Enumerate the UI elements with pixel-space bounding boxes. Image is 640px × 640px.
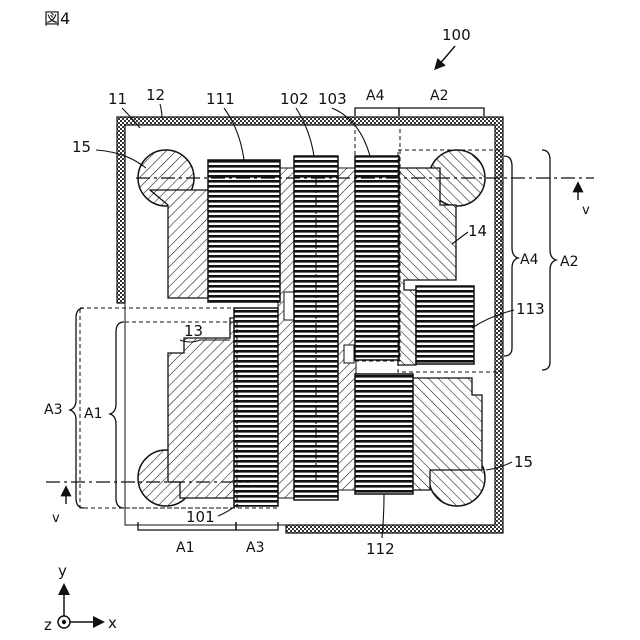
- leader-113: [472, 310, 514, 328]
- label-103: 103: [318, 90, 347, 108]
- label-102: 102: [280, 90, 309, 108]
- label-111: 111: [206, 90, 235, 108]
- label-15-left: 15: [72, 138, 91, 156]
- brace-a3-bottom: [236, 522, 278, 530]
- area-label-a2-top: A2: [430, 88, 448, 104]
- label-12: 12: [146, 86, 165, 104]
- area-label-a4-top: A4: [366, 88, 385, 104]
- label-101: 101: [186, 508, 215, 526]
- brace-a2-right: [542, 150, 556, 370]
- center-small-step-2: [344, 345, 354, 363]
- leader-103: [332, 108, 370, 156]
- section-label-bottom-v: v: [52, 511, 60, 526]
- brace-a1-left: [110, 322, 124, 508]
- coordinate-axes-icon: [58, 586, 102, 628]
- area-label-a3-bottom: A3: [246, 540, 264, 556]
- area-label-a4-right: A4: [520, 252, 539, 268]
- label-11: 11: [108, 90, 127, 108]
- arrow-100: [436, 46, 455, 68]
- axis-label-x: x: [108, 614, 117, 632]
- electrode-111: [208, 160, 280, 302]
- leader-102: [296, 108, 314, 156]
- brace-a3-left: [70, 308, 84, 508]
- brace-a2-top: [399, 108, 484, 116]
- brace-a4-top: [355, 108, 399, 116]
- brace-a4-right: [504, 156, 518, 356]
- electrode-101: [234, 308, 278, 506]
- leader-111: [224, 108, 244, 160]
- figure-label: 図4: [44, 9, 70, 28]
- axis-label-z: z: [44, 616, 52, 634]
- section-label-top-v: v: [582, 203, 590, 218]
- label-13: 13: [184, 322, 203, 340]
- area-label-a3-left: A3: [44, 402, 62, 418]
- center-hatch-mid: [336, 168, 356, 490]
- area-label-a2-right: A2: [560, 254, 578, 270]
- axis-label-y: y: [58, 562, 67, 580]
- electrode-113: [416, 286, 474, 364]
- area-label-a1-bottom: A1: [176, 540, 194, 556]
- region-13-body: [168, 318, 236, 498]
- center-small-step: [284, 292, 294, 320]
- electrode-112: [355, 374, 413, 494]
- leader-101: [218, 504, 238, 516]
- area-label-a1-left: A1: [84, 406, 102, 422]
- upper-left-body: [150, 190, 210, 298]
- electrode-103: [355, 156, 399, 360]
- label-14: 14: [468, 222, 487, 240]
- label-100: 100: [442, 26, 471, 44]
- label-112: 112: [366, 540, 395, 558]
- label-113: 113: [516, 300, 545, 318]
- label-15-right: 15: [514, 453, 533, 471]
- leader-12: [160, 104, 162, 118]
